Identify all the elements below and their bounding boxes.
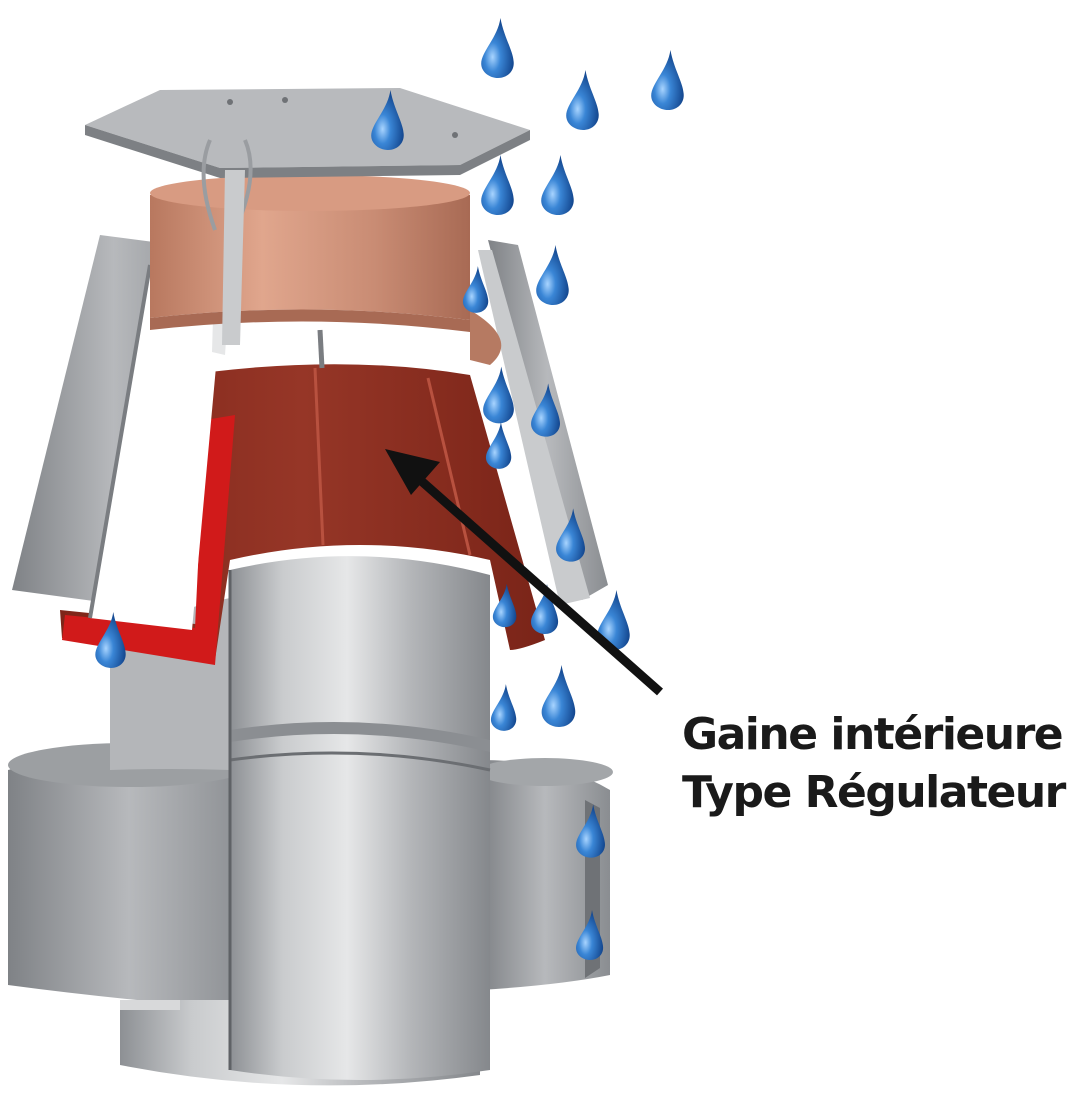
water-drop [566,70,599,130]
water-drop [490,684,517,731]
water-drop [651,50,684,110]
caption-line-2: Type Régulateur [682,767,1066,818]
water-drop [481,155,514,215]
inner-sleeve-caption: Gaine intérieure Type Régulateur [682,706,1066,822]
top-plate [85,88,530,345]
inner-sleeve [60,364,545,665]
caption-line-1: Gaine intérieure [682,709,1064,760]
water-drop [481,18,514,78]
pointer-arrow [385,449,663,696]
left-louvre-panel [12,235,232,630]
outer-skirt [8,743,613,1010]
water-drop [541,155,574,215]
water-drop [536,245,569,305]
water-drop [541,665,576,727]
lower-pipe [110,556,491,1086]
